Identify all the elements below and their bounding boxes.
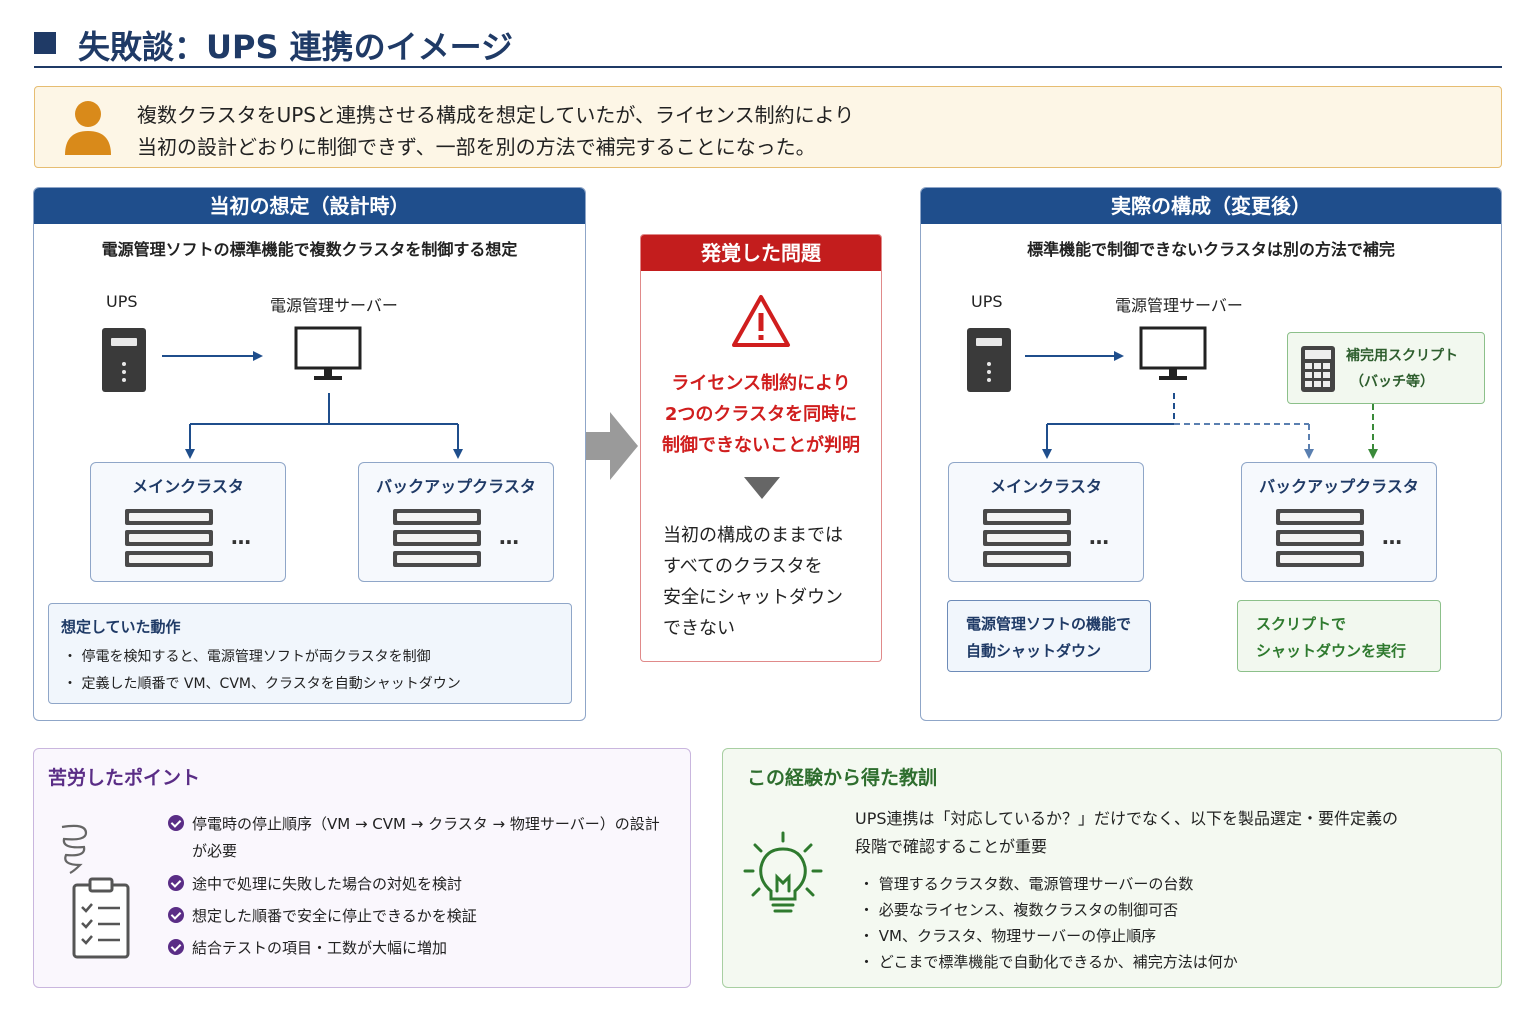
check-icon — [168, 939, 184, 955]
server-rack-icon — [983, 509, 1071, 567]
server-rack-icon — [1276, 509, 1364, 567]
ups-label: UPS — [971, 292, 1003, 311]
spring-icon — [61, 824, 88, 874]
lesson-item: ・ 必要なライセンス、複数クラスタの制御可否 — [859, 901, 1179, 919]
check-icon — [168, 907, 184, 923]
calculator-icon — [1301, 346, 1335, 392]
server-label: 電源管理サーバー — [1115, 296, 1243, 315]
check-icon — [168, 815, 184, 831]
actual-config-panel: 実際の構成（変更後） 標準機能で制御できないクラスタは別の方法で補完 UPS 電… — [920, 187, 1502, 721]
clipboard-icon — [72, 877, 130, 959]
panel-subtitle: 電源管理ソフトの標準機能で複数クラスタを制御する想定 — [101, 240, 518, 259]
note-line: シャットダウンを実行 — [1256, 642, 1407, 660]
lessons-panel: この経験から得た教訓 UPS連携は「対応しているか？」だけでなく、以下を製品選定… — [722, 748, 1502, 988]
monitor-icon — [1139, 326, 1207, 380]
backup-cluster-title: バックアップクラスタ — [1259, 477, 1419, 496]
more-ellipsis: … — [499, 525, 521, 549]
expected-behavior-title: 想定していた動作 — [61, 618, 181, 636]
server-label: 電源管理サーバー — [270, 296, 398, 315]
problem-title: 発覚した問題 — [641, 235, 881, 271]
panel-subtitle: 標準機能で制御できないクラスタは別の方法で補完 — [1027, 240, 1395, 259]
note-line: 自動シャットダウン — [966, 642, 1102, 660]
problem-consequence-line: すべてのクラスタを — [663, 556, 823, 577]
lesson-item: ・ 管理するクラスタ数、電源管理サーバーの台数 — [859, 875, 1194, 893]
ups-icon — [102, 328, 146, 392]
hardships-title: 苦労したポイント — [48, 767, 201, 789]
problem-statement-line: ライセンス制約により — [671, 373, 851, 394]
more-ellipsis: … — [1089, 525, 1111, 549]
script-shutdown-note: スクリプトで シャットダウンを実行 — [1237, 600, 1441, 672]
main-cluster-title: メインクラスタ — [990, 477, 1102, 496]
lesson-item: ・ VM、クラスタ、物理サーバーの停止順序 — [859, 927, 1157, 945]
intro-line-1: 複数クラスタをUPSと連携させる構成を想定していたが、ライセンス制約により — [137, 103, 855, 127]
problem-statement-line: 制御できないことが判明 — [662, 435, 860, 456]
lesson-text-line: UPS連携は「対応しているか？」だけでなく、以下を製品選定・要件定義の — [855, 809, 1399, 828]
backup-cluster: バックアップクラスタ … — [1241, 462, 1437, 582]
check-icon — [168, 875, 184, 891]
ups-label: UPS — [106, 292, 138, 311]
expected-behavior-item: ・ 定義した順番で VM、CVM、クラスタを自動シャットダウン — [63, 676, 461, 692]
expected-behavior-item: ・ 停電を検知すると、電源管理ソフトが両クラスタを制御 — [63, 649, 431, 665]
lesson-text-line: 段階で確認することが重要 — [855, 837, 1048, 856]
script-label: 補完用スクリプト — [1346, 348, 1458, 364]
ups-icon — [967, 328, 1011, 392]
lessons-title: この経験から得た教訓 — [747, 767, 938, 789]
lightbulb-icon — [743, 831, 823, 913]
diagram-connectors — [1025, 351, 1378, 459]
warning-icon — [732, 295, 790, 347]
title-bar: 失敗談：UPS 連携のイメージ — [34, 18, 1502, 68]
initial-design-panel: 当初の想定（設計時） 電源管理ソフトの標準機能で複数クラスタを制御する想定 UP… — [33, 187, 586, 721]
backup-cluster: バックアップクラスタ … — [358, 462, 554, 582]
title-square-icon — [34, 32, 56, 54]
problem-consequence-line: 当初の構成のままでは — [663, 525, 843, 546]
arrow-right-icon — [586, 412, 638, 480]
intro-box: 複数クラスタをUPSと連携させる構成を想定していたが、ライセンス制約により 当初… — [34, 86, 1502, 168]
problem-consequence-line: できない — [663, 618, 735, 639]
diagram-connectors — [162, 351, 463, 459]
note-line: スクリプトで — [1256, 615, 1347, 633]
expected-behavior-box: 想定していた動作 ・ 停電を検知すると、電源管理ソフトが両クラスタを制御 ・ 定… — [48, 603, 572, 704]
more-ellipsis: … — [231, 525, 253, 549]
page-title: 失敗談：UPS 連携のイメージ — [78, 28, 513, 66]
note-line: 電源管理ソフトの機能で — [966, 615, 1132, 633]
triangle-down-icon — [744, 477, 780, 499]
backup-cluster-title: バックアップクラスタ — [376, 477, 536, 496]
auto-shutdown-note: 電源管理ソフトの機能で 自動シャットダウン — [947, 600, 1151, 672]
hardships-panel: 苦労したポイント 停電時の停止順序（VM → CVM → クラスタ → 物理サー… — [33, 748, 691, 988]
panel-title: 実際の構成（変更後） — [921, 188, 1501, 224]
user-icon — [65, 101, 111, 155]
panel-title: 当初の想定（設計時） — [34, 188, 585, 224]
main-cluster: メインクラスタ … — [90, 462, 286, 582]
server-rack-icon — [393, 509, 481, 567]
server-rack-icon — [125, 509, 213, 567]
supplementary-script-box: 補完用スクリプト （バッチ等） — [1287, 332, 1485, 404]
problem-consequence-line: 安全にシャットダウン — [663, 587, 843, 608]
more-ellipsis: … — [1382, 525, 1404, 549]
monitor-icon — [294, 326, 362, 380]
intro-line-2: 当初の設計どおりに制御できず、一部を別の方法で補完することになった。 — [137, 135, 816, 159]
script-sublabel: （バッチ等） — [1350, 374, 1434, 390]
main-cluster-title: メインクラスタ — [132, 477, 244, 496]
problem-statement-line: 2つのクラスタを同時に — [664, 404, 858, 425]
problem-box: 発覚した問題 ライセンス制約により 2つのクラスタを同時に 制御できないことが判… — [640, 234, 882, 662]
lesson-item: ・ どこまで標準機能で自動化できるか、補完方法は何か — [859, 953, 1238, 971]
main-cluster: メインクラスタ … — [948, 462, 1144, 582]
